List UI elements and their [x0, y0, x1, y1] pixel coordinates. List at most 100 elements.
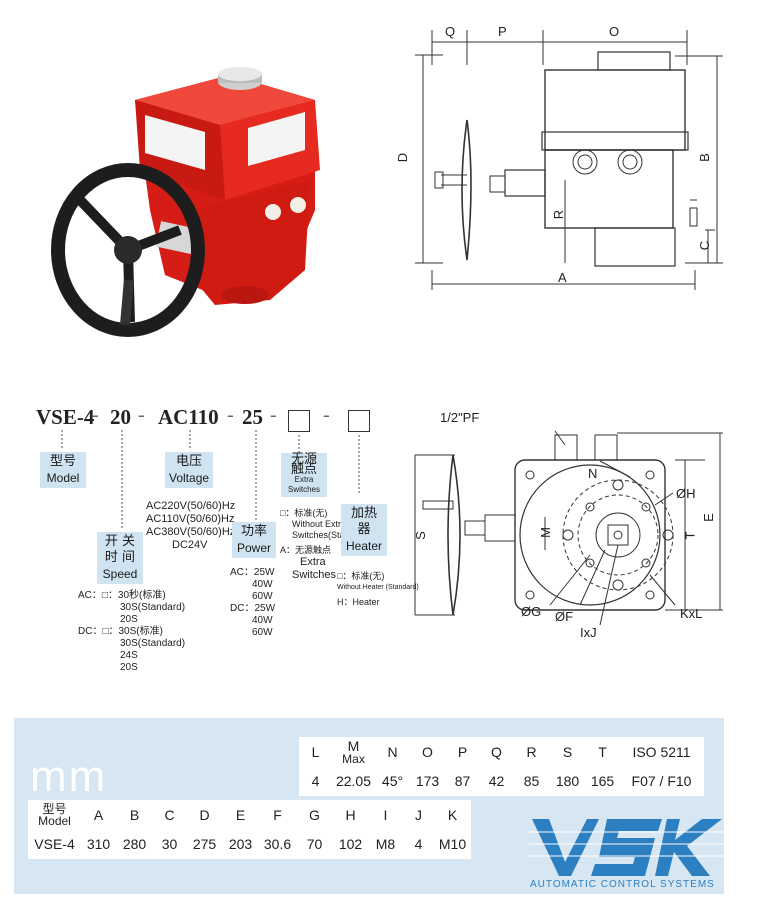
table-cell: 30.6 — [258, 829, 297, 859]
power-option: 40W — [252, 615, 273, 626]
model-tag-cn: 型号 — [49, 454, 76, 469]
speed-option: 30S(Standard) — [120, 638, 186, 649]
dim-b: B — [696, 153, 712, 162]
voltage-option: AC110V(50/60)Hz — [146, 513, 235, 525]
power-tag-cn: 功率 — [240, 524, 267, 539]
switches-option: A：无源触点 — [280, 545, 332, 555]
table-cell: F07 / F10 — [619, 766, 704, 796]
power-dc-label: DC：25W — [230, 603, 276, 614]
code-dash: - — [270, 404, 277, 426]
col-header: M — [347, 738, 360, 754]
speed-tag-cn1: 开 关 — [104, 534, 136, 549]
power-option: 60W — [252, 627, 273, 638]
table-cell: 280 — [116, 829, 153, 859]
table-cell: 102 — [332, 829, 369, 859]
switches-option: Switches(Standard) — [292, 530, 371, 540]
table-cell: 310 — [80, 829, 117, 859]
dim-o: O — [609, 24, 620, 39]
voltage-option: AC380V(50/60)Hz — [146, 526, 236, 538]
col-header: P — [445, 737, 480, 767]
speed-dc-label: DC：□：30S(标准) — [78, 626, 163, 637]
voltage-options: AC220V(50/60)Hz AC110V(50/60)Hz AC380V(5… — [146, 500, 235, 552]
speed-ac-label: AC：□：30秒(标准) — [78, 590, 166, 601]
code-dash: - — [227, 404, 234, 426]
switches-tag-cn2: 触点 — [290, 462, 317, 477]
speed-option: 20S — [120, 614, 138, 625]
dim-pf: 1/2"PF — [440, 410, 480, 425]
col-header: N — [375, 737, 410, 767]
actuator-photo — [51, 67, 320, 337]
dim-s: S — [412, 531, 428, 540]
dim-t: T — [682, 531, 698, 540]
power-tag: 功率 Power — [232, 522, 276, 558]
dim-m: M — [537, 527, 553, 538]
unit-label: mm — [30, 752, 108, 801]
switches-option: □：标准(无) — [280, 508, 328, 518]
dim-q: Q — [445, 24, 456, 39]
power-option: 40W — [252, 579, 273, 590]
heater-tag-en: Heater — [345, 539, 383, 553]
dim-kl: KxL — [680, 606, 703, 621]
table-cell: VSE-4 — [28, 829, 81, 859]
side-view-drawing — [415, 30, 723, 290]
table-cell: 4 — [299, 766, 332, 796]
col-header: Q — [479, 737, 514, 767]
col-header-model: 型号 Model — [28, 800, 81, 830]
table-cell: M10 — [434, 829, 471, 859]
table-cell: 87 — [445, 766, 480, 796]
col-header: E — [222, 800, 259, 830]
table-cell: 4 — [402, 829, 435, 859]
code-speed: 20 — [110, 405, 131, 429]
col-header: ISO 5211 — [619, 737, 704, 767]
table-cell: 275 — [186, 829, 223, 859]
speed-option: 24S — [120, 650, 138, 661]
table-cell: 45° — [375, 766, 410, 796]
col-header: F — [258, 800, 297, 830]
code-leader-lines — [61, 430, 360, 530]
col-header: I — [368, 800, 403, 830]
switches-options: □：标准(无) Without Extra Switches(Standard)… — [280, 508, 371, 582]
logo-subtitle: AUTOMATIC CONTROL SYSTEMS — [530, 879, 715, 890]
power-tag-en: Power — [236, 541, 271, 555]
col-header: L — [299, 737, 332, 767]
table-cell: 180 — [549, 766, 586, 796]
power-options: AC：25W 40W 60W DC：25W 40W 60W — [230, 567, 275, 639]
col-header: A — [80, 800, 117, 830]
power-ac-label: AC：25W — [230, 567, 275, 578]
col-header: B — [116, 800, 153, 830]
code-dash: - — [92, 404, 99, 426]
dim-oh: ØH — [676, 486, 696, 501]
switches-tag-cn1: 无源 — [290, 452, 317, 467]
col-header: G — [296, 800, 333, 830]
dim-r: R — [551, 209, 567, 220]
voltage-tag: 电压 Voltage — [165, 452, 213, 488]
power-option: 60W — [252, 591, 273, 602]
table-cell: 173 — [409, 766, 446, 796]
top-view-drawing — [414, 430, 723, 626]
speed-tag: 开 关 时 间 Speed — [97, 532, 143, 584]
code-voltage: AC110 — [158, 405, 219, 429]
dim-c: C — [697, 240, 713, 251]
speed-tag-cn2: 时 间 — [104, 550, 136, 565]
dim-n: N — [588, 466, 598, 481]
speed-tag-en: Speed — [102, 567, 138, 581]
switches-option: Switches — [292, 569, 337, 581]
dim-e: E — [700, 513, 716, 522]
voltage-option: DC24V — [172, 539, 208, 551]
table-cell: M8 — [368, 829, 403, 859]
switches-option: Without Extra — [292, 519, 347, 529]
dim-a: A — [558, 270, 567, 285]
col-header: S — [549, 737, 586, 767]
speed-options: AC：□：30秒(标准) 30S(Standard) 20S DC：□：30S(… — [78, 590, 185, 674]
switches-box — [288, 410, 310, 432]
heater-option: Without Heater (Standard) — [337, 584, 419, 591]
dim-p: P — [498, 24, 507, 39]
heater-tag-cn: 加热器 — [350, 506, 377, 537]
model-tag-en: Model — [46, 471, 80, 485]
col-header: H — [332, 800, 369, 830]
switches-tag: 无源 触点 Extra Switches — [281, 453, 327, 497]
dim-of: ØF — [555, 609, 574, 624]
spec-table-top: L M Max N O P Q R S T ISO 5211 4 22.05 4… — [299, 737, 704, 796]
table-cell: 42 — [479, 766, 514, 796]
heater-option: □：标准(无) — [337, 571, 385, 581]
